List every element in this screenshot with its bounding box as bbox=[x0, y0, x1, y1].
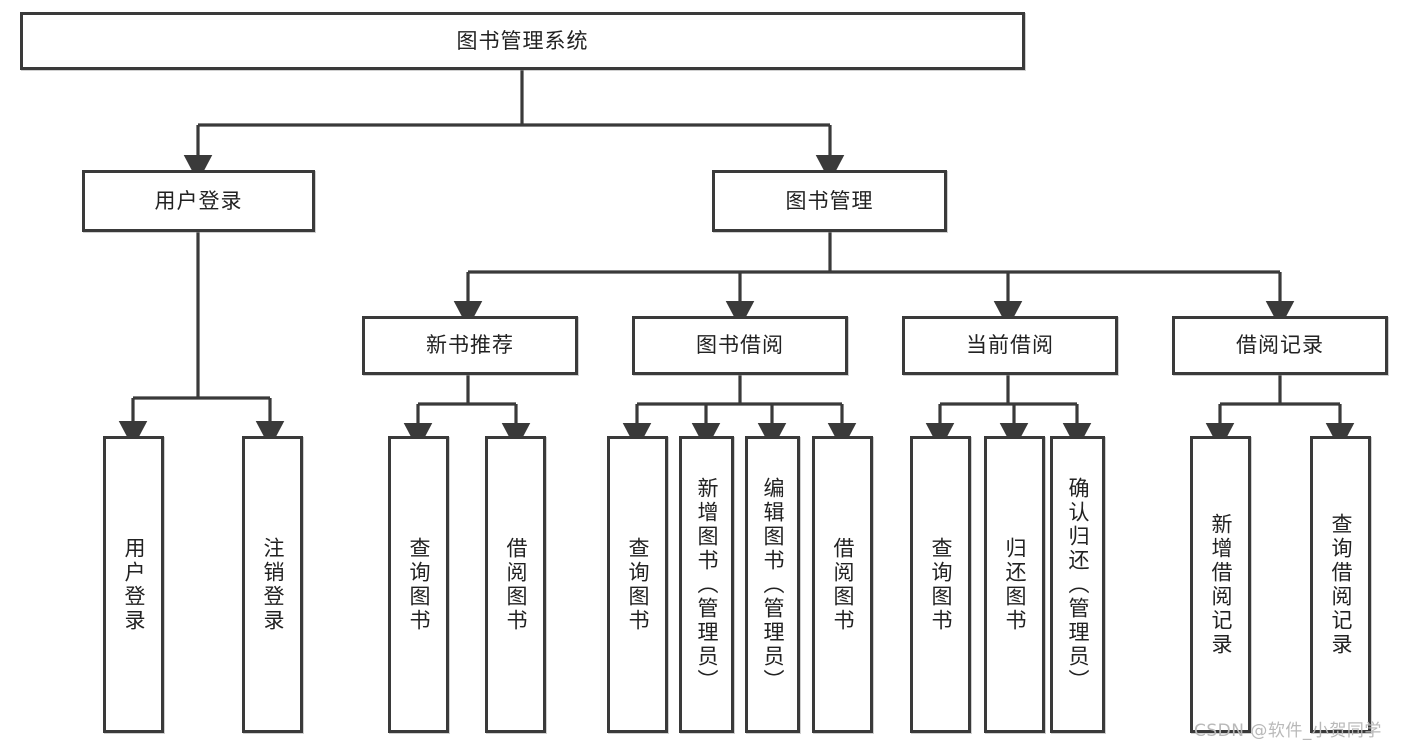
node-label: 确认归还（管理员） bbox=[1066, 476, 1091, 693]
node-new-book-recommend[interactable]: 新书推荐 bbox=[362, 316, 578, 375]
node-label: 用户登录 bbox=[122, 536, 147, 633]
node-label: 新增借阅记录 bbox=[1209, 512, 1234, 657]
node-label: 当前借阅 bbox=[966, 333, 1054, 358]
node-label: 查询借阅记录 bbox=[1329, 512, 1354, 657]
node-leaf-add-borrow-record[interactable]: 新增借阅记录 bbox=[1190, 436, 1251, 733]
node-borrow-record[interactable]: 借阅记录 bbox=[1172, 316, 1388, 375]
node-leaf-user-login[interactable]: 用户登录 bbox=[103, 436, 164, 733]
node-leaf-query-book-2[interactable]: 查询图书 bbox=[607, 436, 668, 733]
node-book-borrow[interactable]: 图书借阅 bbox=[632, 316, 848, 375]
node-leaf-borrow-book-1[interactable]: 借阅图书 bbox=[485, 436, 546, 733]
node-label: 注销登录 bbox=[261, 536, 286, 633]
node-label: 图书管理 bbox=[785, 188, 874, 213]
node-label: 归还图书 bbox=[1003, 536, 1028, 633]
node-leaf-return-book[interactable]: 归还图书 bbox=[984, 436, 1045, 733]
node-leaf-query-borrow-record[interactable]: 查询借阅记录 bbox=[1310, 436, 1371, 733]
node-label: 编辑图书（管理员） bbox=[761, 476, 786, 693]
node-label: 借阅图书 bbox=[831, 536, 856, 633]
node-leaf-borrow-book-2[interactable]: 借阅图书 bbox=[812, 436, 873, 733]
node-leaf-logout[interactable]: 注销登录 bbox=[242, 436, 303, 733]
node-current-borrow[interactable]: 当前借阅 bbox=[902, 316, 1118, 375]
node-leaf-query-book-1[interactable]: 查询图书 bbox=[388, 436, 449, 733]
node-root-system[interactable]: 图书管理系统 bbox=[20, 12, 1025, 70]
node-leaf-add-book-admin[interactable]: 新增图书（管理员） bbox=[679, 436, 734, 733]
node-label: 借阅记录 bbox=[1236, 333, 1324, 358]
node-label: 借阅图书 bbox=[504, 536, 529, 633]
node-label: 图书借阅 bbox=[696, 333, 784, 358]
node-leaf-query-book-3[interactable]: 查询图书 bbox=[910, 436, 971, 733]
node-label: 查询图书 bbox=[626, 536, 651, 633]
watermark-text: CSDN @软件_小贺同学 bbox=[1194, 721, 1382, 741]
node-leaf-confirm-return-admin[interactable]: 确认归还（管理员） bbox=[1050, 436, 1105, 733]
node-label: 新书推荐 bbox=[426, 333, 514, 358]
node-user-login[interactable]: 用户登录 bbox=[82, 170, 315, 232]
node-leaf-edit-book-admin[interactable]: 编辑图书（管理员） bbox=[745, 436, 800, 733]
node-label: 查询图书 bbox=[407, 536, 432, 633]
node-book-manage[interactable]: 图书管理 bbox=[712, 170, 947, 232]
node-label: 用户登录 bbox=[154, 188, 243, 213]
node-label: 图书管理系统 bbox=[456, 28, 589, 53]
node-label: 新增图书（管理员） bbox=[695, 476, 720, 693]
node-label: 查询图书 bbox=[929, 536, 954, 633]
